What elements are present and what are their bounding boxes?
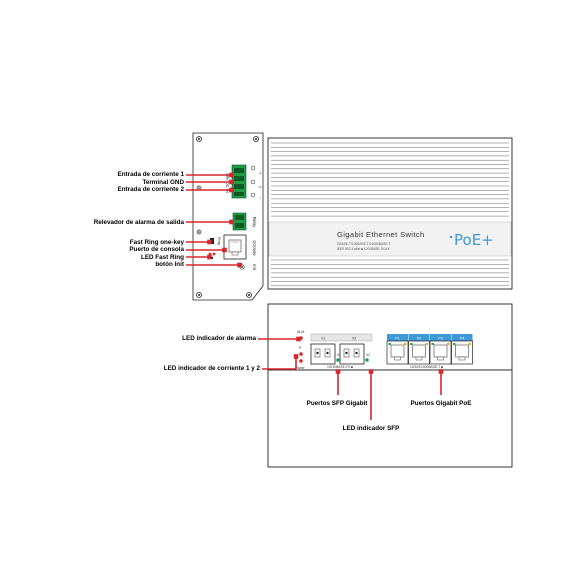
sfp-led-1 [336,358,340,362]
power-led-1 [299,352,303,356]
sfp-label-x2: X2 [352,337,356,341]
sfp-speed-label: 1G/10BASE-FX ■ [327,365,353,369]
switch-top-body: Gigabit Ethernet Switch GBASE-T/100BASE-… [267,137,513,290]
poe-logo-dot [449,235,453,239]
callout-console-port: Puerto de consola [129,246,184,253]
rj45-label: P4 [460,337,464,341]
poe-logo: PoE+ [454,231,494,249]
relay-label: Relay [252,217,257,229]
callout-sfp-led: LED indicador SFP [342,425,400,432]
sfp-header [310,333,373,342]
alarm-led-label: ALM [297,330,304,334]
callout-fast-ring-key: Fast Ring one-key [129,238,184,246]
callout-power-input-1: Entrada de corriente 1 [117,171,185,178]
alarm-relay-block [232,212,247,231]
power-label: Power [295,366,305,370]
callout-fast-ring-led: LED Fast Ring [140,253,184,261]
ring-label: Ring [217,237,221,244]
rj45-label: P1 [395,337,399,341]
callout-power-input-2: Entrada de corriente 2 [117,186,185,193]
power-terminal-label: 48V DC IN [225,173,230,193]
sfp-port-2 [339,343,365,365]
console-label: Console [252,240,257,256]
callout-sfp-ports: Puertos SFP Gigabit [306,400,368,407]
rj45-ports: P1 P2 P3 P4 [386,334,473,365]
sfp-led-2 [365,358,369,362]
gnd-symbol: ⏚ [258,185,264,189]
sfp-led-label-x2: X2 [366,353,370,357]
console-port [223,234,247,260]
rj45-speed-label: 10/100/1000BASE-T ■ [410,365,443,369]
spec-line-1: GBASE-T/100BASE-TX/1000BASE-T [337,242,390,246]
rj45-port-3: P3 [429,334,452,365]
sfp-label-x1: X1 [321,337,325,341]
spec-line-2: IEEE 802.3 af/at ■ 1000BASE-SX/LX [337,247,390,251]
callout-init-button: botón Init [155,261,184,268]
plus-symbol: + [258,172,263,175]
side-panel: 48V DC IN + ⏚ − Relay Console Ring [192,132,264,301]
rj45-label: P3 [438,337,442,341]
minus-symbol: − [258,197,263,200]
rj45-port-1: P1 [386,334,409,365]
panel-screws [196,136,259,298]
rj45-port-2: P2 [408,334,430,365]
callout-poe-ports: Puertos Gigabit PoE [410,400,472,407]
callout-power-led: LED indicador de corriente 1 y 2 [163,364,260,372]
cooling-ribs [271,142,509,287]
callout-alarm-relay: Relevador de alarma de salida [93,218,184,226]
rj45-port-4: P4 [451,334,473,365]
sfp-led-label-x1: X1 [337,353,341,357]
switch-title: Gigabit Ethernet Switch [337,230,425,239]
rj45-label: P2 [417,337,421,341]
init-label: Init [252,264,257,270]
front-panel: ALM P Power X1 X2 X1 X2 1G/10BASE-FX ■ P… [267,303,513,468]
power-leds-label: P [299,346,302,350]
sfp-port-1 [310,343,336,365]
power-led-2 [299,359,303,363]
power-terminal-block [231,164,247,199]
callout-alarm-led: LED indicador de alarma [182,334,256,342]
callout-lines [186,172,444,420]
power-polarity-symbols [250,165,256,198]
callout-gnd-terminal: Terminal GND [142,178,184,186]
